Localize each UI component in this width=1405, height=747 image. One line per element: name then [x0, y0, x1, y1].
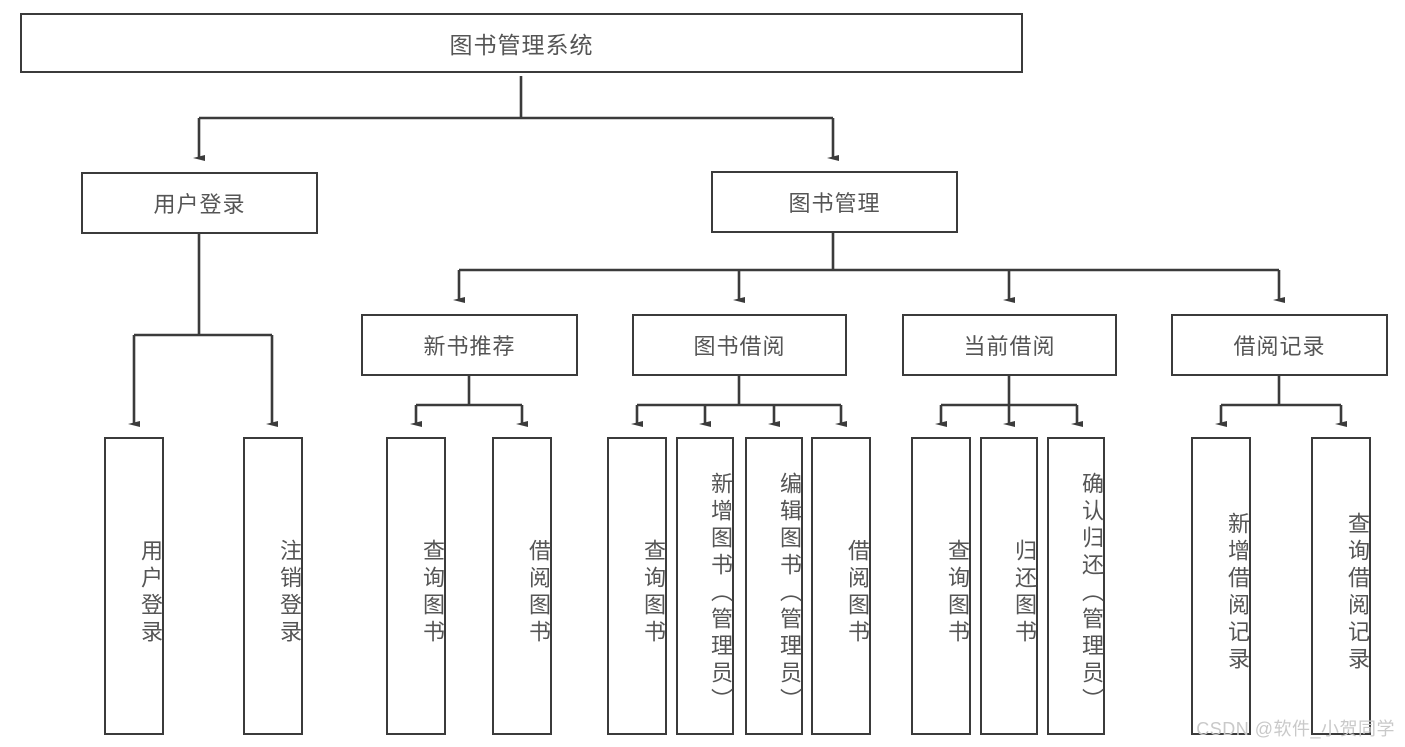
leaf-record-query-record[interactable]: 查询借阅记录 — [1311, 437, 1371, 735]
leaf-record-add-record[interactable]: 新增借阅记录 — [1191, 437, 1251, 735]
node-label: 新增图书（管理员） — [708, 471, 733, 715]
leaf-current-return-book[interactable]: 归还图书 — [980, 437, 1038, 735]
node-label: 借阅图书 — [526, 539, 551, 647]
node-label: 注销登录 — [277, 539, 302, 647]
node-label: 用户登录 — [138, 539, 163, 647]
leaf-recommend-borrow-book[interactable]: 借阅图书 — [492, 437, 552, 735]
node-label: 新书推荐 — [423, 334, 516, 359]
node-label: 新增借阅记录 — [1225, 512, 1250, 674]
node-label: 确认归还（管理员） — [1079, 471, 1104, 715]
node-label: 借阅图书 — [845, 539, 870, 647]
node-book-management[interactable]: 图书管理 — [711, 171, 958, 233]
node-label: 编辑图书（管理员） — [777, 471, 802, 715]
leaf-borrow-add-book-admin[interactable]: 新增图书（管理员） — [676, 437, 734, 735]
node-label: 查询借阅记录 — [1345, 512, 1370, 674]
node-current-borrow[interactable]: 当前借阅 — [902, 314, 1117, 376]
node-label: 查询图书 — [420, 539, 445, 647]
node-new-book-recommend[interactable]: 新书推荐 — [361, 314, 578, 376]
leaf-current-query-book[interactable]: 查询图书 — [911, 437, 971, 735]
leaf-recommend-query-book[interactable]: 查询图书 — [386, 437, 446, 735]
node-label: 图书借阅 — [693, 334, 786, 359]
node-book-borrow[interactable]: 图书借阅 — [632, 314, 847, 376]
leaf-borrow-edit-book-admin[interactable]: 编辑图书（管理员） — [745, 437, 803, 735]
node-borrow-record[interactable]: 借阅记录 — [1171, 314, 1388, 376]
leaf-logout[interactable]: 注销登录 — [243, 437, 303, 735]
node-label: 用户登录 — [153, 192, 246, 217]
leaf-user-login[interactable]: 用户登录 — [104, 437, 164, 735]
leaf-borrow-query-book[interactable]: 查询图书 — [607, 437, 667, 735]
node-user-login[interactable]: 用户登录 — [81, 172, 318, 234]
leaf-current-confirm-return-admin[interactable]: 确认归还（管理员） — [1047, 437, 1105, 735]
node-label: 图书管理 — [788, 191, 881, 216]
node-label: 借阅记录 — [1233, 334, 1326, 359]
node-label: 查询图书 — [641, 539, 666, 647]
node-label: 查询图书 — [945, 539, 970, 647]
node-label: 归还图书 — [1012, 539, 1037, 647]
node-label: 当前借阅 — [963, 334, 1056, 359]
node-label: 图书管理系统 — [449, 32, 594, 58]
leaf-borrow-borrow-book[interactable]: 借阅图书 — [811, 437, 871, 735]
node-root-system[interactable]: 图书管理系统 — [20, 13, 1023, 73]
